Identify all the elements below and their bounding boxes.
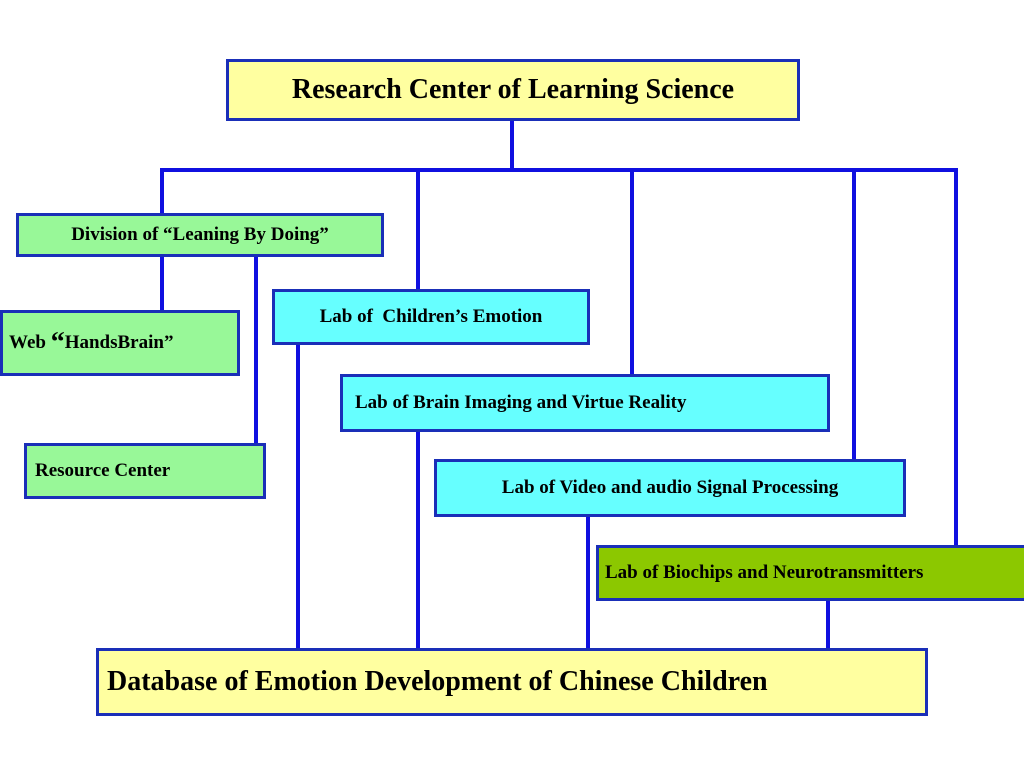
- node-database-label: Database of Emotion Development of Chine…: [107, 666, 768, 697]
- node-resource-label: Resource Center: [35, 460, 171, 481]
- node-lab-video-label: Lab of Video and audio Signal Processing: [501, 477, 839, 498]
- connector-horizontal-bus: [160, 168, 958, 172]
- node-resource-center: Resource Center: [24, 443, 266, 499]
- node-web-handsbrain: Web “HandsBrain”: [0, 310, 240, 376]
- node-web-prefix: Web: [9, 332, 51, 353]
- connector-to-lab-biochips: [954, 170, 958, 548]
- connector-emotion-to-database: [296, 343, 300, 651]
- connector-biochips-to-database: [826, 598, 830, 653]
- node-division-learning-by-doing: Division of “Leaning By Doing”: [16, 213, 384, 257]
- node-division-label: Division of “Leaning By Doing”: [71, 224, 329, 245]
- node-lab-biochips: Lab of Biochips and Neurotransmitters: [596, 545, 1024, 601]
- node-lab-brain-label: Lab of Brain Imaging and Virtue Reality: [355, 392, 687, 413]
- connector-to-lab-video: [852, 170, 856, 462]
- node-lab-biochips-label: Lab of Biochips and Neurotransmitters: [605, 562, 924, 583]
- connector-video-to-database: [586, 514, 590, 651]
- node-web-name: HandsBrain”: [64, 332, 174, 353]
- connector-division-to-resource: [254, 255, 258, 447]
- connector-brain-to-database: [416, 429, 420, 657]
- connector-to-lab-brain: [630, 170, 634, 376]
- node-lab-video-audio: Lab of Video and audio Signal Processing: [434, 459, 906, 517]
- node-research-center: Research Center of Learning Science: [226, 59, 800, 121]
- node-lab-childrens-emotion: Lab of Children’s Emotion: [272, 289, 590, 345]
- node-lab-brain-imaging: Lab of Brain Imaging and Virtue Reality: [340, 374, 830, 432]
- node-research-center-label: Research Center of Learning Science: [291, 74, 735, 105]
- node-database-emotion-development: Database of Emotion Development of Chine…: [96, 648, 928, 716]
- connector-root-down: [510, 120, 514, 172]
- connector-division-to-web: [160, 255, 164, 313]
- connector-to-division: [160, 170, 164, 216]
- connector-to-lab-emotion: [416, 170, 420, 291]
- node-web-quote: “: [50, 327, 65, 358]
- node-lab-emotion-label: Lab of Children’s Emotion: [319, 306, 543, 327]
